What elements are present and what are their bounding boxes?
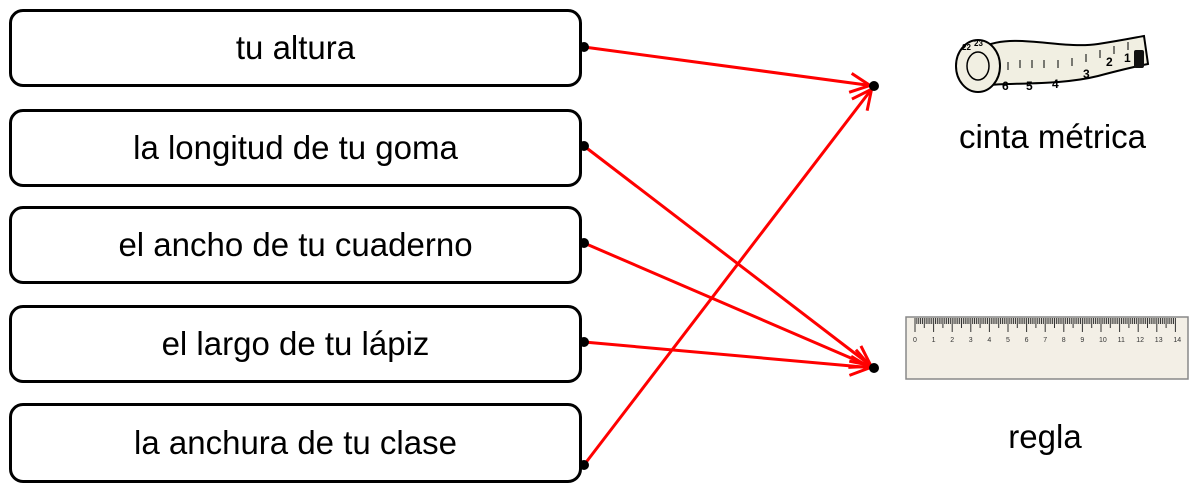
ruler-number: 10 (1099, 337, 1107, 344)
tape-number: 23 (974, 39, 983, 48)
arrow-regla (583, 241, 875, 370)
item-label: la longitud de tu goma (133, 129, 458, 166)
item-label: tu altura (235, 29, 356, 66)
ruler-number: 13 (1155, 337, 1163, 344)
item-label: la anchura de tu clase (134, 424, 457, 461)
ruler-number: 5 (1006, 337, 1010, 344)
start-dot (579, 42, 589, 52)
ruler-number: 8 (1062, 337, 1066, 344)
tape-number: 2 (1106, 55, 1113, 69)
item-label: el largo de tu lápiz (161, 325, 430, 362)
tape-number: 22 (962, 43, 971, 52)
start-dot (579, 238, 589, 248)
ruler-number: 11 (1118, 337, 1125, 344)
measuring-tape-icon: 22 23 6 5 4 3 2 1 (955, 34, 1150, 93)
target-label-cinta-metrica: cinta métrica (958, 118, 1147, 155)
item-label: el ancho de tu cuaderno (118, 226, 473, 263)
tape-number: 6 (1002, 79, 1009, 93)
arrow-regla (583, 144, 875, 370)
item-box-tu-altura: tu altura (9, 9, 582, 87)
start-dot (579, 337, 589, 347)
end-dot (869, 363, 879, 373)
ruler-number: 1 (932, 337, 936, 344)
ruler-number: 3 (969, 337, 973, 344)
start-dot (579, 141, 589, 151)
arrow-cinta (583, 45, 875, 94)
tape-number: 5 (1026, 79, 1033, 93)
ruler-number: 2 (950, 337, 954, 344)
ruler-number: 7 (1043, 337, 1047, 344)
arrow-regla (583, 340, 875, 377)
item-box-anchura-clase: la anchura de tu clase (9, 403, 582, 483)
ruler-number: 6 (1025, 337, 1029, 344)
tape-number: 4 (1052, 77, 1059, 91)
end-dot (869, 81, 879, 91)
target-label-regla: regla (1008, 418, 1082, 455)
ruler-number: 12 (1136, 337, 1144, 344)
arrow-cinta (582, 85, 876, 466)
item-box-ancho-cuaderno: el ancho de tu cuaderno (9, 206, 582, 284)
ruler-number: 9 (1080, 337, 1084, 344)
tape-number: 3 (1083, 67, 1090, 81)
ruler-number: 14 (1173, 337, 1181, 344)
ruler-number: 4 (987, 337, 991, 344)
ruler-number: 0 (913, 337, 917, 344)
item-box-largo-lapiz: el largo de tu lápiz (9, 305, 582, 383)
item-box-longitud-goma: la longitud de tu goma (9, 109, 582, 187)
tape-number: 1 (1124, 51, 1131, 65)
start-dot (579, 460, 589, 470)
